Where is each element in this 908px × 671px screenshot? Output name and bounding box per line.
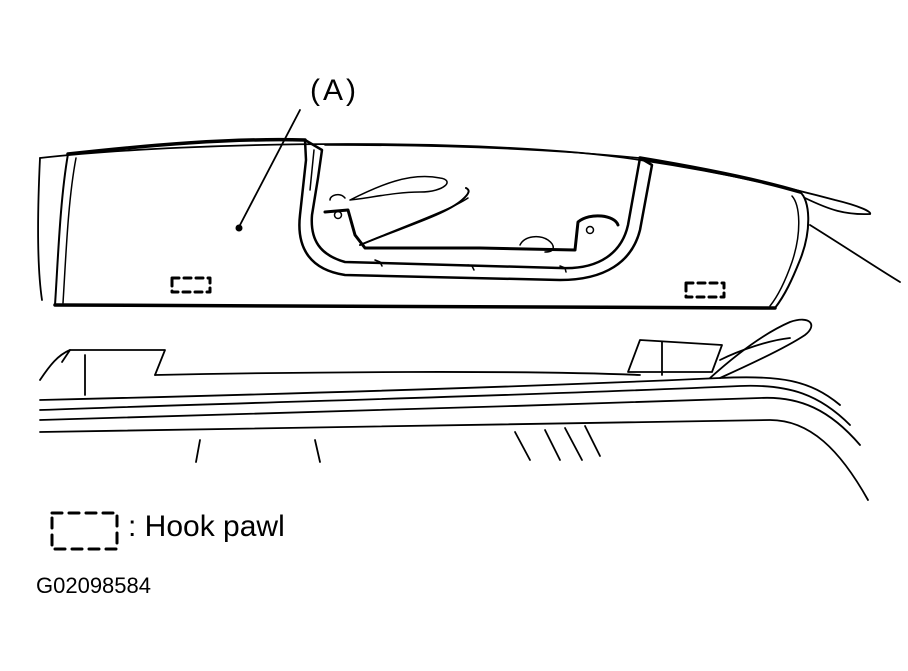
hook-pawl-mark-left [170, 276, 212, 294]
trim-panel-a [53, 137, 810, 310]
legend-hook-pawl-symbol [50, 511, 119, 551]
roof-rail-structure [39, 318, 869, 501]
callout-label-a: (A) [310, 74, 359, 107]
legend-label: : Hook pawl [128, 510, 285, 543]
hook-pawl-mark-right [684, 281, 726, 299]
roof-body-outline [37, 143, 901, 301]
callout-leader [235, 109, 301, 232]
figure-id: G02098584 [36, 573, 151, 598]
